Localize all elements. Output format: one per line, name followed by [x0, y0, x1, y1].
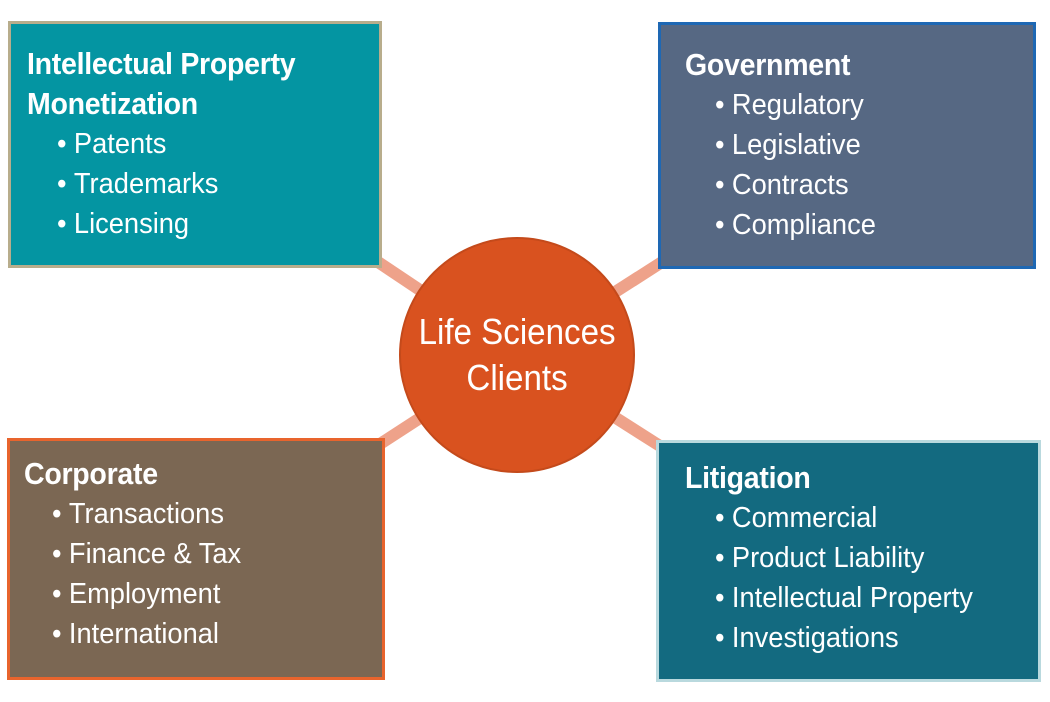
government-title: Government — [685, 47, 851, 82]
bullet-icon: • — [715, 169, 725, 201]
bullet-icon: • — [715, 209, 725, 241]
bullet-icon: • — [715, 502, 725, 534]
center-label-line1: Life Sciences — [418, 311, 616, 352]
ip-monetization-box: Intellectual Property Monetization •Pate… — [8, 21, 382, 268]
bullet-icon: • — [715, 89, 725, 121]
list-item: •Product Liability — [715, 538, 1019, 578]
life-sciences-clients-circle: Life Sciences Clients — [399, 237, 635, 473]
litigation-box: Litigation •Commercial •Product Liabilit… — [656, 440, 1041, 682]
list-item: •Patents — [57, 124, 360, 164]
government-list: •Regulatory •Legislative •Contracts •Com… — [715, 85, 1033, 245]
list-item: •Employment — [52, 574, 362, 614]
litigation-title: Litigation — [685, 460, 811, 495]
list-item: •Intellectual Property — [715, 578, 1019, 618]
list-item: •Investigations — [715, 618, 1019, 658]
bullet-icon: • — [715, 622, 725, 654]
list-item: •Contracts — [715, 165, 1014, 205]
bullet-icon: • — [57, 208, 67, 240]
corporate-box: Corporate •Transactions •Finance & Tax •… — [7, 438, 385, 680]
list-item: •Transactions — [52, 494, 362, 534]
ip-title-line1: Intellectual Property — [27, 46, 296, 81]
government-box: Government •Regulatory •Legislative •Con… — [658, 22, 1036, 269]
list-item: •Licensing — [57, 204, 360, 244]
bullet-icon: • — [715, 129, 725, 161]
list-item: •Regulatory — [715, 85, 1014, 125]
bullet-icon: • — [52, 498, 62, 530]
bullet-icon: • — [52, 538, 62, 570]
list-item: •Legislative — [715, 125, 1014, 165]
ip-list: •Patents •Trademarks •Licensing — [57, 124, 379, 244]
list-item: •Commercial — [715, 498, 1019, 538]
bullet-icon: • — [52, 578, 62, 610]
corporate-title: Corporate — [24, 456, 158, 491]
bullet-icon: • — [715, 582, 725, 614]
ip-title-line2: Monetization — [27, 86, 198, 121]
corporate-list: •Transactions •Finance & Tax •Employment… — [52, 494, 382, 654]
litigation-list: •Commercial •Product Liability •Intellec… — [715, 498, 1038, 658]
bullet-icon: • — [52, 618, 62, 650]
list-item: •Finance & Tax — [52, 534, 362, 574]
list-item: •Trademarks — [57, 164, 360, 204]
bullet-icon: • — [57, 168, 67, 200]
center-label-line2: Clients — [466, 357, 568, 398]
list-item: •International — [52, 614, 362, 654]
bullet-icon: • — [715, 542, 725, 574]
bullet-icon: • — [57, 128, 67, 160]
list-item: •Compliance — [715, 205, 1014, 245]
